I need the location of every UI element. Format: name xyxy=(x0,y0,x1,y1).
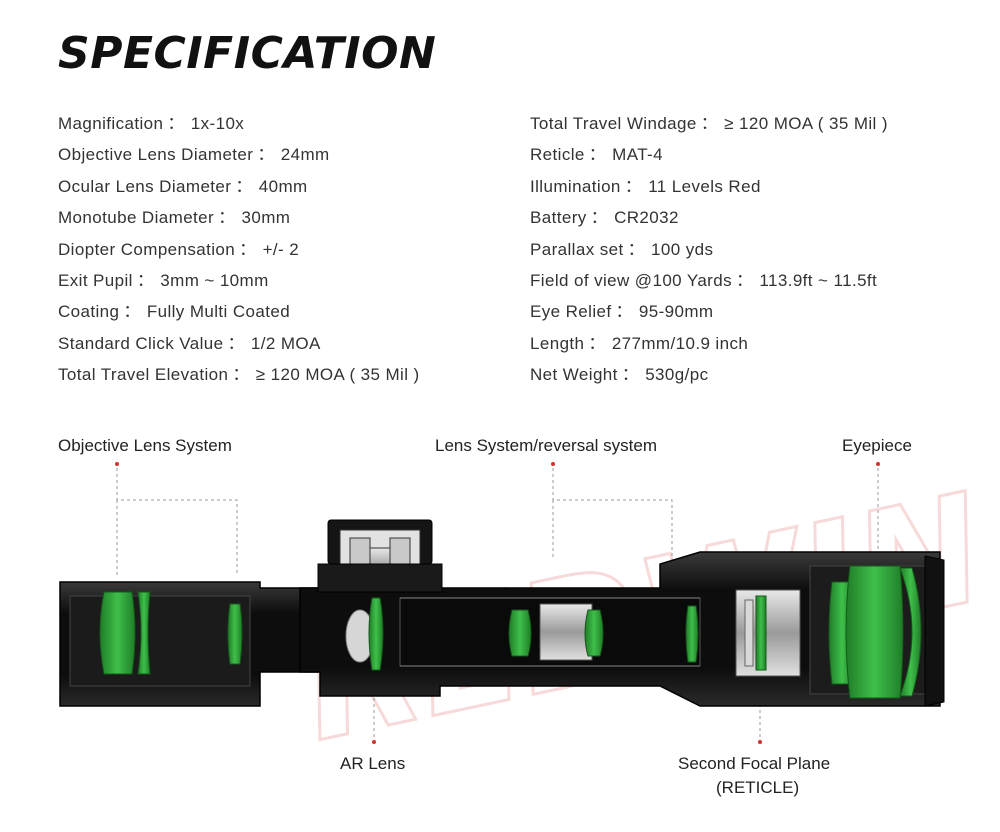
spec-row: Objective Lens Diameter：24mm xyxy=(58,139,420,170)
spec-separator: ： xyxy=(167,114,185,133)
spec-label: Standard Click Value xyxy=(58,333,224,353)
spec-value: 1x-10x xyxy=(190,114,245,133)
spec-row: Coating：Fully Multi Coated xyxy=(58,296,420,327)
spec-label: Total Travel Elevation xyxy=(58,365,229,385)
spec-label: Field of view @100 Yards xyxy=(530,270,732,290)
label-reticle: (RETICLE) xyxy=(716,778,800,797)
spec-separator: ： xyxy=(736,270,754,290)
page-title: SPECIFICATION xyxy=(58,28,437,79)
marker-dots xyxy=(115,462,880,744)
spec-separator: ： xyxy=(232,365,250,385)
spec-label: Total Travel Windage xyxy=(530,114,697,133)
spec-label: Eye Relief xyxy=(530,302,612,322)
label-objective-lens-system: Objective Lens System xyxy=(58,436,232,455)
erector-lens-2 xyxy=(584,609,604,657)
spec-row: Total Travel Elevation：≥ 120 MOA ( 35 Mi… xyxy=(58,359,420,390)
objective-lens-1 xyxy=(99,591,136,675)
spec-value: CR2032 xyxy=(614,208,679,228)
spec-separator: ： xyxy=(136,270,155,290)
spec-value: 3mm ~ 10mm xyxy=(160,270,269,290)
eyepiece-lens-3 xyxy=(899,567,922,697)
spec-value: 1/2 MOA xyxy=(250,333,321,353)
spec-separator: ： xyxy=(239,239,257,259)
spec-value: ≥ 120 MOA ( 35 Mil ) xyxy=(724,114,888,133)
spec-label: Illumination xyxy=(530,176,621,196)
spec-separator: ： xyxy=(588,145,607,165)
spec-separator: ： xyxy=(700,114,719,133)
spec-value: MAT-4 xyxy=(612,145,663,165)
spec-row: Ocular Lens Diameter：40mm xyxy=(58,171,420,202)
label-lens-system: Lens System/reversal system xyxy=(435,436,658,455)
spec-row: Battery：CR2032 xyxy=(530,202,888,233)
spec-label: Magnification xyxy=(58,114,164,133)
spec-value: 11 Levels Red xyxy=(648,176,761,196)
spec-list-left: Magnification：1x-10x Objective Lens Diam… xyxy=(58,108,420,391)
spec-label: Coating xyxy=(58,302,120,322)
spec-label: Ocular Lens Diameter xyxy=(58,176,232,196)
objective-lens-3 xyxy=(227,603,243,665)
spec-separator: ： xyxy=(621,365,640,385)
lens-elements xyxy=(99,565,922,699)
spec-value: 40mm xyxy=(258,176,308,196)
spec-value: 24mm xyxy=(280,145,330,165)
spec-row: Magnification： 1x-10x xyxy=(58,108,420,139)
spec-row: Standard Click Value：1/2 MOA xyxy=(58,328,420,359)
spec-row: Exit Pupil：3mm ~ 10mm xyxy=(58,265,420,296)
spec-row: Monotube Diameter：30mm xyxy=(58,202,420,233)
spec-label: Battery xyxy=(530,208,587,228)
spec-row: Illumination：11 Levels Red xyxy=(530,171,888,202)
spec-separator: ： xyxy=(227,333,245,353)
label-ar-lens: AR Lens xyxy=(340,754,406,773)
objective-lens-2 xyxy=(137,591,151,675)
spec-label: Objective Lens Diameter xyxy=(58,145,254,165)
spec-value: 530g/pc xyxy=(645,365,709,385)
field-lens xyxy=(685,605,699,663)
spec-label: Exit Pupil xyxy=(58,270,133,290)
spec-label: Length xyxy=(530,333,585,353)
spec-row: Field of view @100 Yards：113.9ft ~ 11.5f… xyxy=(530,265,888,296)
spec-row: Net Weight：530g/pc xyxy=(530,359,888,390)
label-second-focal-plane: Second Focal Plane xyxy=(678,754,831,773)
erector-lens-1 xyxy=(508,609,532,657)
spec-separator: ： xyxy=(615,302,633,322)
spec-list-right: Total Travel Windage：≥ 120 MOA ( 35 Mil … xyxy=(530,108,888,391)
spec-separator: ： xyxy=(627,239,646,259)
spec-row: Length：277mm/10.9 inch xyxy=(530,328,888,359)
spec-value: 277mm/10.9 inch xyxy=(611,333,749,353)
spec-value: 113.9ft ~ 11.5ft xyxy=(759,270,878,290)
spec-separator: ： xyxy=(588,333,606,353)
leader-lines xyxy=(116,468,879,740)
spec-separator: ： xyxy=(624,176,643,196)
spec-value: 100 yds xyxy=(651,239,714,259)
spec-row: Reticle：MAT-4 xyxy=(530,139,888,170)
spec-separator: ： xyxy=(123,302,141,322)
reticle-plate xyxy=(755,595,767,671)
spec-separator: ： xyxy=(257,145,275,165)
spec-value: +/- 2 xyxy=(262,239,300,259)
spec-value: ≥ 120 MOA ( 35 Mil ) xyxy=(255,365,420,385)
spec-value: Fully Multi Coated xyxy=(146,302,291,322)
lens-cells xyxy=(345,589,801,677)
spec-value: 95-90mm xyxy=(638,302,714,322)
scope-cutaway-diagram: REDWIN xyxy=(59,460,1000,777)
spec-label: Diopter Compensation xyxy=(58,239,236,259)
label-eyepiece: Eyepiece xyxy=(842,436,912,455)
spec-row: Eye Relief：95-90mm xyxy=(530,296,888,327)
spec-row: Parallax set：100 yds xyxy=(530,234,888,265)
spec-label: Parallax set xyxy=(530,239,624,259)
spec-label: Net Weight xyxy=(530,365,618,385)
spec-row: Total Travel Windage： ≥ 120 MOA ( 35 Mil … xyxy=(530,108,888,139)
spec-value: 30mm xyxy=(241,208,291,228)
spec-label: Monotube Diameter xyxy=(58,208,215,228)
spec-separator: ： xyxy=(590,208,609,228)
spec-row: Diopter Compensation：+/- 2 xyxy=(58,234,420,265)
elevation-turret xyxy=(317,519,443,593)
spec-label: Reticle xyxy=(530,145,585,165)
spec-separator: ： xyxy=(235,176,253,196)
ar-lens xyxy=(368,597,384,671)
spec-separator: ： xyxy=(218,208,236,228)
eyepiece-lens-2 xyxy=(845,565,904,699)
